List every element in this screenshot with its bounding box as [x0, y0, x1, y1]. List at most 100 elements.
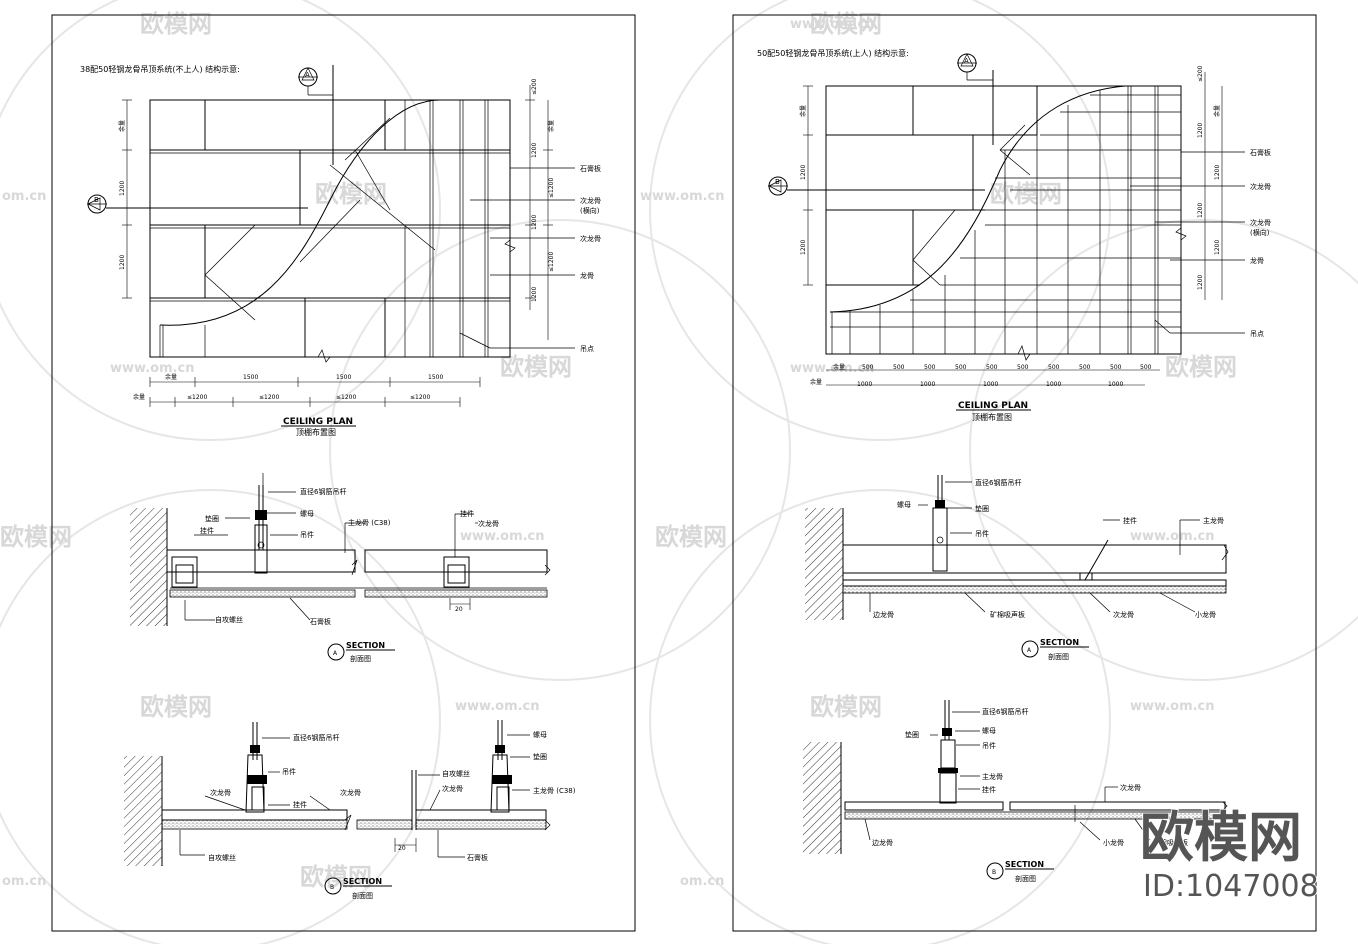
svg-text:次龙骨: 次龙骨	[1250, 218, 1271, 227]
svg-text:500: 500	[1140, 364, 1152, 371]
svg-text:剖面图: 剖面图	[1048, 652, 1069, 661]
watermark-brand-large: 欧模网	[1140, 806, 1302, 869]
svg-text:垫圈: 垫圈	[905, 730, 919, 739]
watermark-logo: 欧模网 ID:1047008	[1139, 805, 1319, 905]
svg-text:(横向): (横向)	[1250, 228, 1270, 237]
svg-text:矿棉吸声板: 矿棉吸声板	[1153, 838, 1188, 847]
watermark-brand: 欧模网	[500, 353, 572, 381]
label-secondary-keel-2: 次龙骨	[580, 234, 601, 243]
sheet-right-title: 50配50轻钢龙骨吊顶系统(上人) 结构示意:	[757, 48, 909, 58]
watermark-brand: 欧模网	[0, 523, 72, 551]
label-gypsum-board: 石膏板	[580, 164, 601, 173]
svg-text:1200: 1200	[1214, 240, 1221, 255]
svg-text:剖面图: 剖面图	[1015, 874, 1036, 883]
svg-text:500: 500	[1110, 364, 1122, 371]
watermark-brand: 欧模网	[315, 180, 387, 208]
svg-text:余量: 余量	[833, 363, 845, 371]
svg-text:1500: 1500	[243, 374, 258, 381]
callout-b-right: B	[768, 176, 985, 196]
svg-text:1200: 1200	[1197, 123, 1204, 138]
svg-text:1200: 1200	[1197, 275, 1204, 290]
ceiling-plan-left	[149, 99, 516, 363]
svg-text:次龙骨: 次龙骨	[1113, 610, 1134, 619]
svg-text:SECTION: SECTION	[1040, 638, 1079, 647]
watermark-site: www.om.cn	[110, 361, 195, 376]
svg-text:1000: 1000	[920, 381, 935, 388]
svg-text:石膏板: 石膏板	[310, 617, 331, 626]
svg-text:剖面图: 剖面图	[352, 891, 373, 900]
label-secondary-keel: 次龙骨	[580, 196, 601, 205]
svg-text:≤1200: ≤1200	[336, 394, 356, 401]
svg-text:垫圈: 垫圈	[533, 752, 547, 761]
svg-text:余量: 余量	[118, 120, 126, 132]
plan-right-vdims-right: ≤200 余量 1200 1200 1200 1200 1200	[1197, 65, 1223, 300]
svg-text:次龙骨: 次龙骨	[1120, 783, 1141, 792]
svg-text:主龙骨: 主龙骨	[982, 772, 1003, 781]
svg-text:500: 500	[924, 364, 936, 371]
svg-text:1500: 1500	[336, 374, 351, 381]
watermark-site: www.om.cn	[460, 529, 545, 544]
label-transverse: (横向)	[580, 206, 600, 215]
svg-text:直径6钢筋吊杆: 直径6钢筋吊杆	[975, 478, 1021, 487]
watermark-site-short: om.cn	[680, 874, 724, 889]
sheet-left: 38配50轻钢龙骨吊顶系统(不上人) 结构示意: A B	[80, 64, 601, 900]
svg-text:1200: 1200	[531, 143, 538, 158]
svg-text:次龙骨: 次龙骨	[478, 519, 499, 528]
watermark-site: www.om.cn	[640, 189, 725, 204]
svg-text:500: 500	[1048, 364, 1060, 371]
plan-right-hdims: 余量 500 500 500 500 500 500 500 500 500 5…	[810, 363, 1160, 388]
svg-text:垫圈: 垫圈	[205, 514, 219, 523]
svg-text:A: A	[333, 650, 338, 657]
svg-text:余量: 余量	[1213, 105, 1221, 117]
svg-text:小龙骨: 小龙骨	[1195, 610, 1216, 619]
svg-text:≤1200: ≤1200	[548, 252, 555, 272]
watermark-brand: 欧模网	[140, 10, 212, 38]
watermark-site-short: om.cn	[2, 189, 46, 204]
svg-text:1200: 1200	[119, 255, 126, 270]
svg-text:吊件: 吊件	[282, 767, 296, 776]
watermark-site: www.om.cn	[790, 17, 875, 32]
section-b-left: 直径6钢筋吊杆 吊件 次龙骨 挂件 次龙骨 自攻螺丝 次龙骨 螺母 垫圈 主龙骨…	[124, 720, 576, 900]
svg-text:B: B	[992, 869, 996, 876]
svg-text:1200: 1200	[800, 165, 807, 180]
svg-text:螺母: 螺母	[533, 730, 547, 739]
watermark-brand: 欧模网	[140, 693, 212, 721]
svg-text:自攻螺丝: 自攻螺丝	[208, 853, 236, 862]
svg-text:1000: 1000	[1046, 381, 1061, 388]
svg-text:1200: 1200	[531, 287, 538, 302]
svg-text:≤1200: ≤1200	[187, 394, 207, 401]
sheet-right-border	[732, 14, 1317, 932]
svg-text:1000: 1000	[1108, 381, 1123, 388]
svg-text:1200: 1200	[531, 215, 538, 230]
svg-text:矿棉吸声板: 矿棉吸声板	[990, 610, 1025, 619]
callout-b-left: B	[87, 194, 308, 214]
svg-text:挂件: 挂件	[200, 526, 214, 535]
svg-text:直径6钢筋吊杆: 直径6钢筋吊杆	[982, 707, 1028, 716]
svg-text:直径6钢筋吊杆: 直径6钢筋吊杆	[293, 733, 339, 742]
svg-text:次龙骨: 次龙骨	[442, 784, 463, 793]
svg-text:吊点: 吊点	[1250, 330, 1264, 338]
svg-text:螺母: 螺母	[897, 500, 911, 509]
svg-text:≤1200: ≤1200	[410, 394, 430, 401]
svg-text:余量: 余量	[133, 393, 145, 401]
svg-text:B: B	[775, 178, 780, 186]
svg-text:A: A	[1027, 647, 1032, 654]
svg-text:1200: 1200	[1197, 203, 1204, 218]
svg-text:1200: 1200	[800, 240, 807, 255]
svg-text:500: 500	[893, 364, 905, 371]
svg-text:吊件: 吊件	[300, 530, 314, 539]
svg-text:1200: 1200	[1214, 165, 1221, 180]
svg-text:1000: 1000	[857, 381, 872, 388]
svg-text:SECTION: SECTION	[1005, 860, 1044, 869]
svg-text:SECTION: SECTION	[343, 877, 382, 886]
plan-left-vdims-right: ≤200 余量 1200 ≤1200 1200 ≤1200 1200	[525, 78, 555, 340]
svg-text:直径6钢筋吊杆: 直径6钢筋吊杆	[300, 487, 346, 496]
svg-text:500: 500	[955, 364, 967, 371]
svg-text:余量: 余量	[799, 105, 807, 117]
svg-text:次龙骨: 次龙骨	[340, 788, 361, 797]
svg-text:1500: 1500	[428, 374, 443, 381]
svg-text:石膏板: 石膏板	[467, 853, 488, 862]
svg-text:≤200: ≤200	[1197, 65, 1204, 82]
ceiling-plan-right	[825, 85, 1187, 361]
